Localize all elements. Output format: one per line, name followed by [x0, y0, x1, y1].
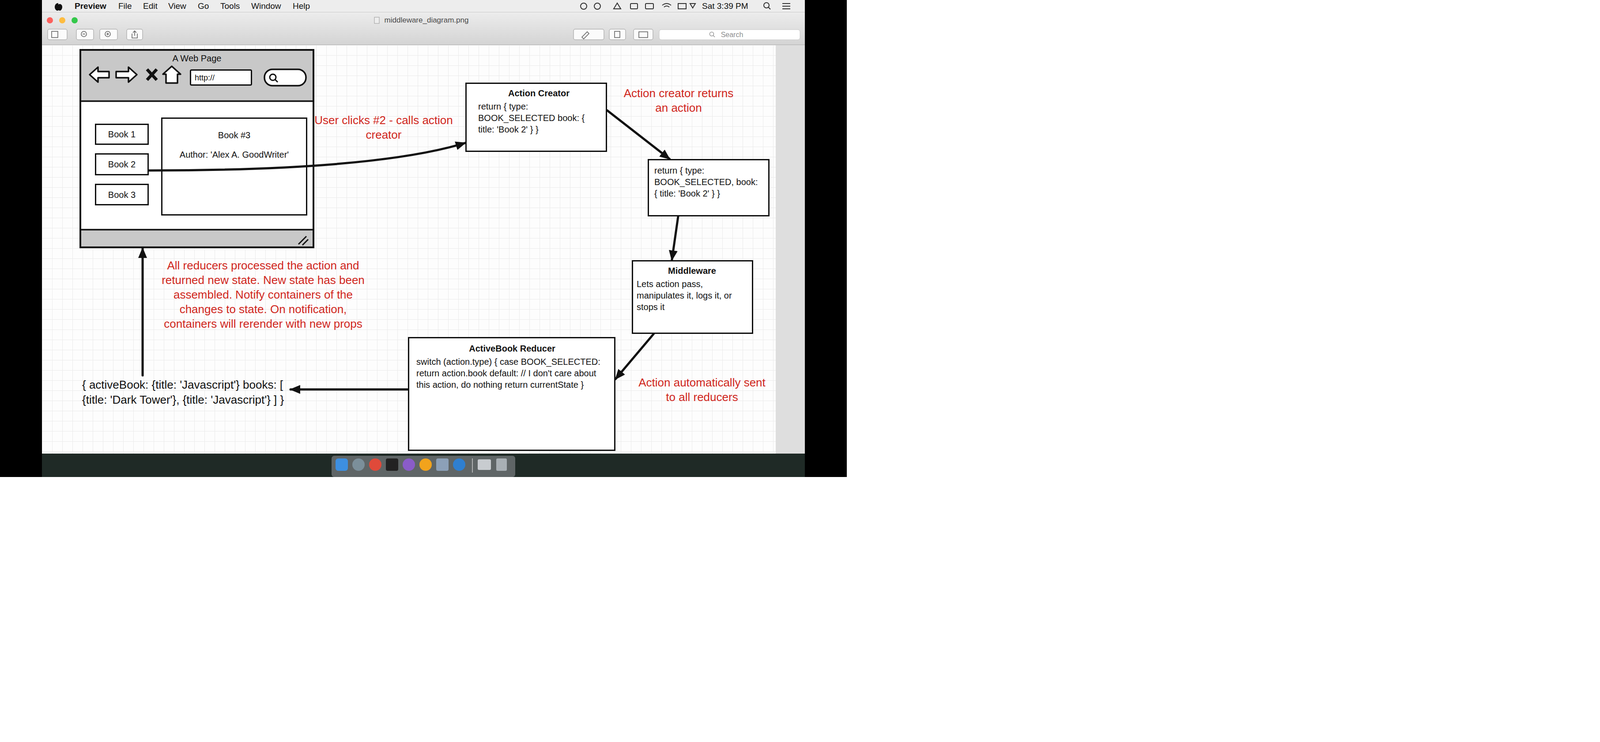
- status-icons: [580, 2, 791, 10]
- node-text: ActiveBook Reducer: [416, 342, 608, 355]
- node-text: A Web Page: [81, 52, 313, 65]
- browser-icons: [89, 66, 309, 246]
- node-text: Book #3: [167, 129, 301, 141]
- state-object: { activeBook: {title: 'Javascript'} book…: [78, 375, 291, 438]
- node-text: Author: 'Alex A. GoodWriter': [167, 148, 301, 161]
- menu-item: Go: [197, 0, 209, 13]
- menu-item: Help: [292, 0, 310, 13]
- middleware-box: MiddlewareLets action pass, manipulates …: [631, 260, 754, 334]
- edge-note: All reducers processed the action and re…: [157, 258, 370, 332]
- menu-item: File: [118, 0, 133, 13]
- flow-arrow: [671, 216, 679, 261]
- flow-arrow: [607, 110, 670, 159]
- search-placeholder: Search: [720, 29, 744, 40]
- browser-window: A Web Page http:// Book 1 Book 2 Book 3 Book …: [79, 49, 315, 249]
- minimize-button: [59, 17, 66, 24]
- node-text: Lets action pass, manipulates it, logs i…: [636, 278, 748, 313]
- menu-clock: Sat 3:39 PM: [701, 0, 749, 13]
- dock-icons: [335, 458, 507, 473]
- page-toolbar-fill: [79, 49, 315, 102]
- flow-arrow: [615, 333, 654, 379]
- action-object-box: return { type: BOOK_SELECTED, book: { ti…: [647, 158, 770, 217]
- zoom-button: [71, 17, 78, 24]
- edge-note: Action creator returns an action: [620, 86, 737, 116]
- window-title: middleware_diagram.png: [384, 15, 469, 26]
- book-detail-panel: Book #3 Author: 'Alex A. GoodWriter': [161, 117, 308, 216]
- page-divider: [79, 100, 315, 102]
- book-button: Book 3: [94, 183, 149, 206]
- book-button: Book 1: [94, 123, 149, 145]
- node-text: return { type: BOOK_SELECTED, book: { ti…: [654, 164, 763, 200]
- node-text: return { type: BOOK_SELECTED book: { tit…: [478, 100, 600, 136]
- menu-item: Edit: [143, 0, 158, 13]
- node-text: Book 3: [108, 188, 136, 201]
- reducer-box: ActiveBook Reducerswitch (action.type) {…: [407, 336, 616, 451]
- app-menu: Preview: [74, 0, 107, 13]
- edge-note: Action automatically sent to all reducer…: [635, 375, 769, 405]
- menu-item: View: [168, 0, 187, 13]
- toolbar-buttons: [47, 29, 653, 40]
- node-text: { activeBook: {title: 'Javascript'} book…: [82, 377, 287, 408]
- menu-item: Tools: [220, 0, 240, 13]
- close-button: [46, 17, 53, 24]
- toolbar-glyphs: [51, 30, 648, 39]
- book-button: Book 2: [94, 153, 149, 176]
- url-field: http://: [189, 69, 253, 86]
- menu-item: Window: [251, 0, 282, 13]
- search-field: [659, 29, 800, 40]
- flow-arrow: [290, 388, 408, 391]
- node-text: Book 1: [108, 128, 136, 140]
- action-creator-box: Action Creatorreturn { type: BOOK_SELECT…: [465, 82, 608, 152]
- node-text: switch (action.type) { case BOOK_SELECTE…: [416, 355, 608, 391]
- node-text: Book 2: [108, 158, 136, 170]
- node-text: Action Creator: [478, 87, 600, 99]
- node-text: http://: [194, 72, 215, 83]
- page-divider: [79, 228, 315, 231]
- dock: [331, 455, 516, 477]
- apple-logo: [54, 3, 63, 11]
- flow-arrow: [141, 248, 144, 376]
- canvas-margin: [775, 45, 805, 454]
- page-status-fill: [79, 229, 315, 249]
- node-text: Middleware: [636, 264, 748, 277]
- document-icon: [374, 17, 380, 24]
- page-body-fill: [79, 49, 315, 249]
- search-glyph: [709, 32, 716, 38]
- edge-note: User clicks #2 - calls action creator: [310, 113, 457, 143]
